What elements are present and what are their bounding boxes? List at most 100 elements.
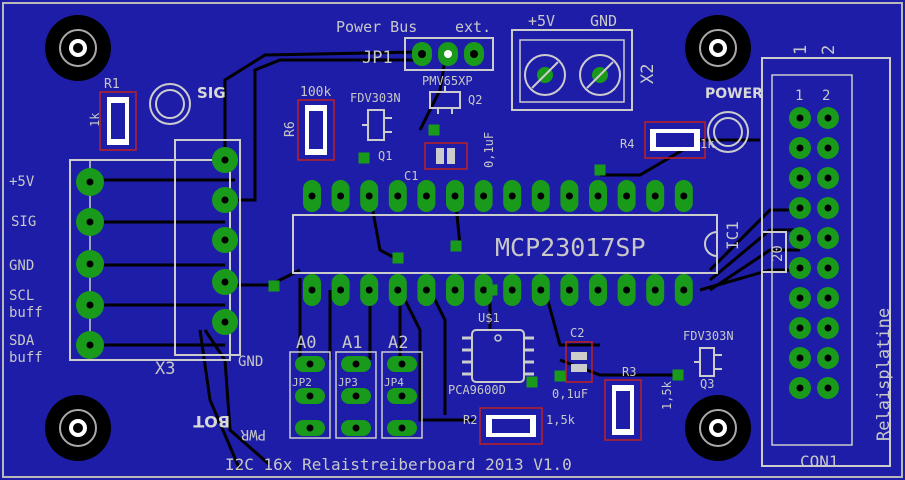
pad-drill — [86, 178, 94, 186]
label-con1-pin2-outer: 2 — [819, 45, 839, 55]
pad-drill — [594, 192, 602, 200]
via — [392, 252, 404, 264]
pad-drill — [86, 218, 94, 226]
label-r1-val: 1k — [88, 112, 102, 127]
pad-drill — [86, 260, 94, 268]
label-ic1: IC1 — [723, 221, 742, 250]
pad-drill — [796, 204, 804, 212]
label-r1: R1 — [104, 77, 120, 92]
label-q3-type: FDV303N — [683, 329, 734, 343]
label-c2: C2 — [570, 326, 584, 340]
label-term-scl-buff: buff — [9, 305, 43, 321]
pad-drill — [308, 286, 316, 294]
label-term-gnd: GND — [9, 258, 34, 274]
pad-drill — [306, 392, 314, 400]
label-plus5v-top: +5V — [528, 12, 555, 30]
pad-drill — [221, 236, 229, 244]
via — [428, 124, 440, 136]
pad-drill — [796, 384, 804, 392]
label-gnd-top: GND — [590, 12, 617, 30]
label-r3-val: 1,5k — [660, 380, 674, 410]
pad-drill — [337, 286, 345, 294]
pad-drill — [365, 192, 373, 200]
label-bot: BOT — [193, 412, 230, 431]
label-r4-val: 1k — [700, 137, 715, 151]
pads — [76, 107, 839, 436]
con1-connector — [761, 57, 891, 467]
pad-drill — [451, 192, 459, 200]
label-x2: X2 — [638, 64, 658, 84]
pad-drill — [623, 286, 631, 294]
pad-drill — [308, 192, 316, 200]
label-jp3: JP3 — [338, 376, 358, 389]
via — [672, 369, 684, 381]
label-q1-type: FDV303N — [350, 91, 401, 105]
label-q2: Q2 — [468, 93, 482, 107]
label-r6: R6 — [283, 121, 298, 137]
pad-drill — [398, 424, 406, 432]
pad-drill — [824, 174, 832, 182]
pad-drill — [221, 196, 229, 204]
pad-drill — [537, 192, 545, 200]
label-q2-type: PMV65XP — [422, 74, 473, 88]
label-power-led: POWER — [705, 86, 763, 102]
pad-drill — [480, 286, 488, 294]
pad-drill — [824, 324, 832, 332]
pad-drill — [221, 318, 229, 326]
via — [268, 280, 280, 292]
pad-drill — [422, 192, 430, 200]
pad-drill — [398, 392, 406, 400]
pad-drill — [352, 360, 360, 368]
label-jp2: JP2 — [292, 376, 312, 389]
label-con1-pin1: 1 — [795, 88, 803, 104]
pad-drill — [394, 192, 402, 200]
pad-drill — [451, 286, 459, 294]
pad-drill — [796, 174, 804, 182]
pad-drill — [365, 286, 373, 294]
silkscreen: Power Bus ext. JP1 +5V GND X2 R1 1k SIG … — [9, 12, 894, 474]
pad-drill — [352, 392, 360, 400]
pad-drill — [796, 324, 804, 332]
board-title: I2C 16x Relaistreiberboard 2013 V1.0 — [225, 455, 572, 474]
label-c1: C1 — [404, 169, 418, 183]
pad-drill — [796, 354, 804, 362]
label-gnd-left: GND — [238, 354, 263, 370]
pad-drill — [394, 286, 402, 294]
pad-drill — [651, 286, 659, 294]
label-con1-pin20: 20 — [770, 245, 786, 262]
mounting-hole-top-left — [45, 15, 111, 81]
x2-terminal — [511, 29, 633, 111]
label-con1-pin2: 2 — [822, 88, 830, 104]
passives — [99, 91, 706, 445]
label-ext: ext. — [455, 18, 491, 36]
label-jp4: JP4 — [384, 376, 404, 389]
pad-drill — [796, 144, 804, 152]
pad-drill — [221, 278, 229, 286]
jp1-header — [404, 37, 494, 71]
mounting-hole-bottom-left — [45, 395, 111, 461]
via — [554, 370, 566, 382]
pad-drill — [594, 286, 602, 294]
label-a2: A2 — [388, 333, 408, 353]
label-term-sda-buff: buff — [9, 350, 43, 366]
pad-drill — [651, 192, 659, 200]
via — [358, 152, 370, 164]
pad-drill — [680, 286, 688, 294]
pad-drill — [824, 234, 832, 242]
via — [594, 164, 606, 176]
label-r6-val: 100k — [300, 85, 331, 100]
pad-drill — [623, 192, 631, 200]
u1-body — [462, 329, 534, 383]
pad-drill — [824, 114, 832, 122]
pad-drill — [508, 192, 516, 200]
via — [526, 376, 538, 388]
label-u1: U$1 — [478, 311, 500, 325]
pad-drill — [796, 114, 804, 122]
transistors — [362, 86, 722, 377]
pad-drill — [796, 234, 804, 242]
label-r3: R3 — [622, 365, 636, 379]
label-term-sda: SDA — [9, 333, 35, 349]
